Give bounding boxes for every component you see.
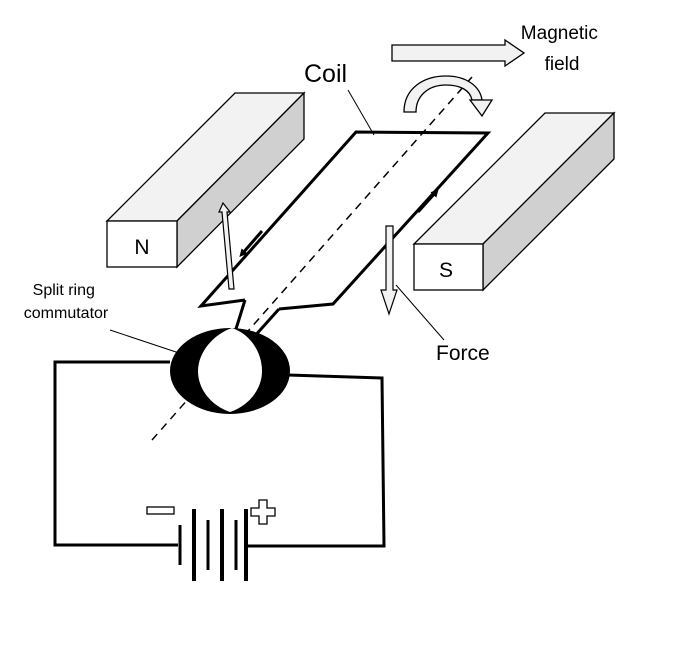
- north-pole-label: N: [134, 236, 149, 259]
- split-ring-label-line2: commutator: [24, 305, 109, 322]
- split-ring-commutator: [170, 328, 290, 414]
- battery: [178, 509, 248, 581]
- commutator-gap: [198, 328, 262, 412]
- force-leader-line: [395, 284, 445, 341]
- coil-current-arrow-left: [239, 230, 264, 258]
- magnetic-field-label-line1: Magnetic: [521, 23, 598, 44]
- coil-leader-line: [347, 89, 375, 136]
- rotation-arrow-head: [468, 99, 494, 118]
- coil-current-arrow-right: [416, 189, 439, 214]
- rotation-arrow-body: [403, 75, 483, 113]
- force-arrow-up: [218, 201, 235, 290]
- coil-label: Coil: [304, 60, 347, 88]
- magnetic-field-arrow: [391, 38, 526, 68]
- south-magnet: S: [412, 111, 616, 292]
- minus-sign-icon: [146, 506, 175, 515]
- split-ring-label: Split ring commutator: [24, 282, 109, 322]
- south-pole-label: S: [439, 259, 453, 282]
- circuit-wire-left: [53, 360, 178, 547]
- split-ring-label-line1: Split ring: [33, 282, 95, 299]
- north-magnet-front: [106, 220, 178, 268]
- force-arrow-down: [380, 225, 398, 316]
- magnetic-field-label-line2: field: [545, 54, 580, 75]
- plus-sign-icon: [250, 499, 276, 525]
- south-magnet-front: [413, 243, 484, 291]
- magnetic-field-label: Magnetic field: [521, 23, 603, 75]
- split-ring-leader-line: [109, 329, 186, 356]
- circuit-wire-right: [246, 373, 386, 548]
- coil-loop: [197, 130, 492, 311]
- rotation-arrow-icon: [403, 75, 494, 118]
- north-magnet: N: [105, 91, 306, 269]
- rotation-axis: [151, 76, 473, 441]
- force-label: Force: [436, 342, 490, 365]
